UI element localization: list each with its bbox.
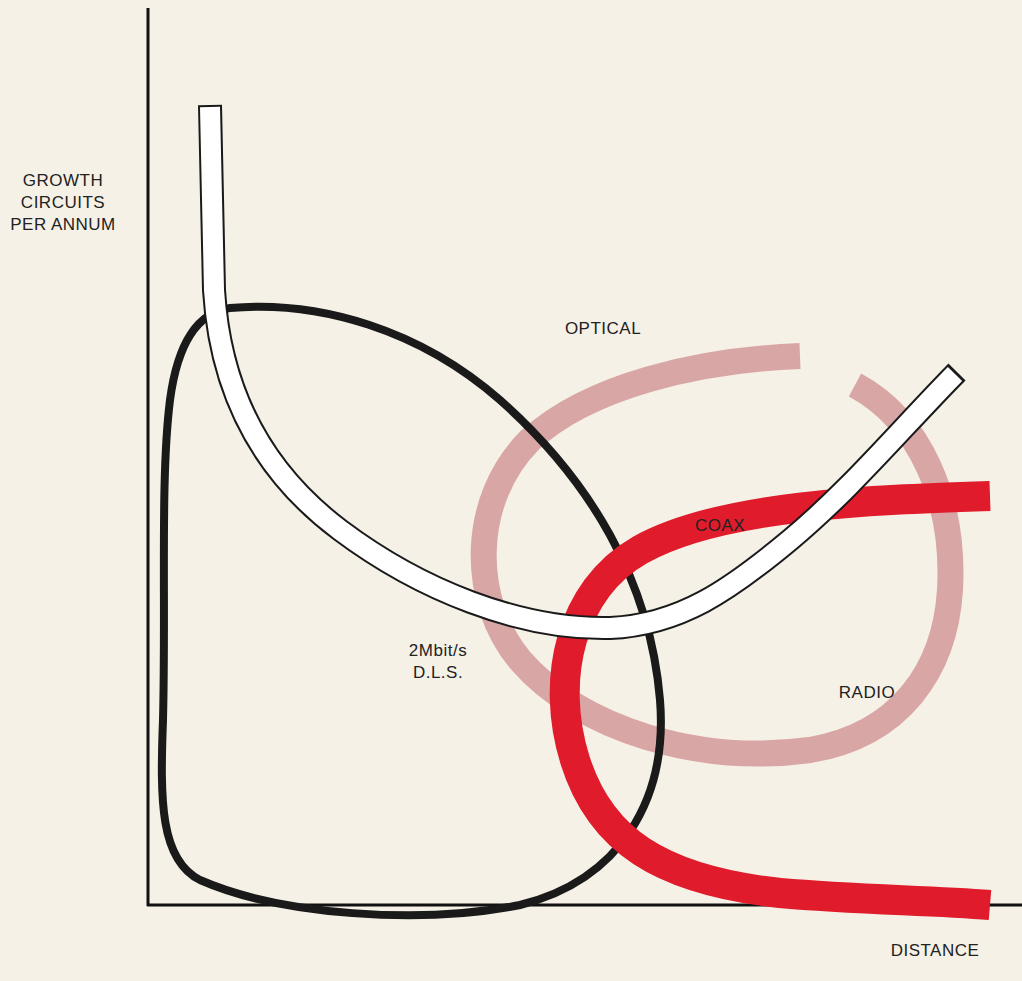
optical-band-outline <box>210 105 957 628</box>
axis-title: GROWTH CIRCUITS PER ANNUM <box>4 170 122 236</box>
optical-band-fill <box>210 107 955 628</box>
region-label: COAX <box>680 515 760 537</box>
region-label: 2Mbit/s D.L.S. <box>396 640 480 684</box>
optical-band-seam <box>300 470 318 497</box>
optical-band <box>210 105 957 628</box>
axis-title: DISTANCE <box>880 940 990 962</box>
region-label: RADIO <box>822 682 912 704</box>
y-axis <box>147 8 150 906</box>
region-label: OPTICAL <box>548 318 658 340</box>
